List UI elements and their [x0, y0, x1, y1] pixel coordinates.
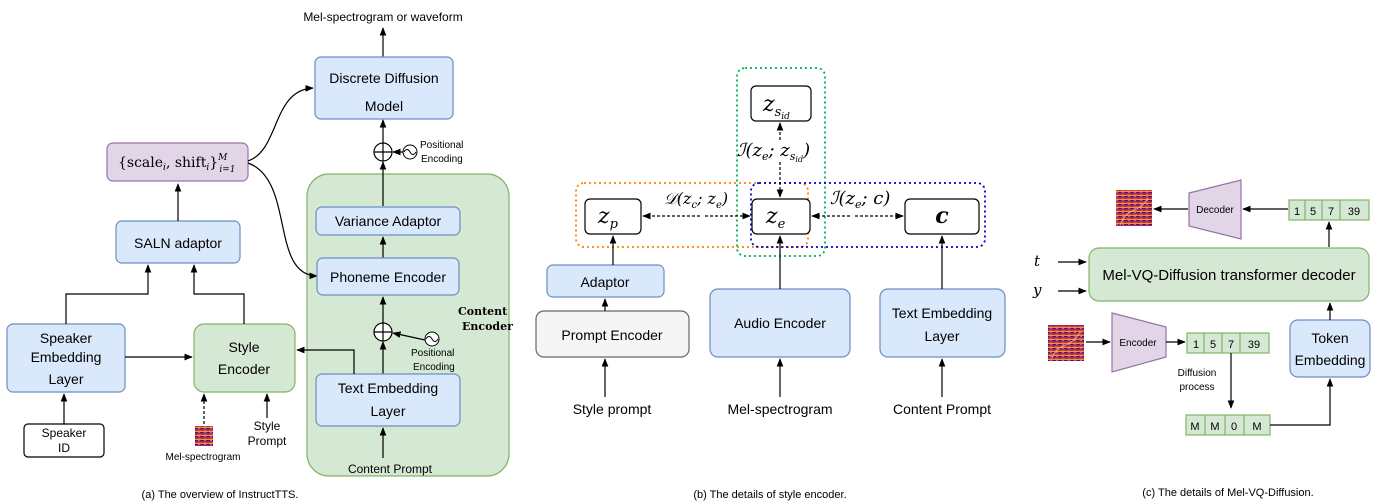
z-sid-box [750, 85, 812, 122]
token-embedding-box [1289, 319, 1371, 378]
phoneme-encoder-label: Phoneme Encoder [330, 269, 446, 285]
d-label: 𝒟(zc; ze) [664, 189, 728, 211]
diffusion-label-1: Diffusion [1178, 368, 1217, 379]
speaker-embedding-label-2: Embedding [31, 349, 102, 365]
prompt-encoder-label: Prompt Encoder [561, 327, 662, 343]
phoneme-encoder-box [316, 257, 460, 296]
token-row-mid: 1 5 7 39 [1186, 332, 1270, 354]
mel-spectrogram-label: Mel-spectrogram [165, 452, 240, 463]
transformer-decoder-label: Mel-VQ-Diffusion transformer decoder [1102, 267, 1355, 284]
t-label: t [1034, 252, 1041, 270]
pos-enc-bot-2: Encoding [413, 362, 455, 373]
mel-spectrogram-label-b: Mel-spectrogram [727, 401, 832, 417]
adaptor-box [546, 264, 665, 298]
token-cell: M [1190, 421, 1199, 433]
style-encoder-label-2: Encoder [218, 361, 270, 377]
token-cell: 1 [1193, 339, 1199, 351]
text-embedding-label-b2: Layer [924, 328, 959, 344]
text-embedding-label-1: Text Embedding [338, 380, 438, 396]
token-cell: 39 [1348, 206, 1360, 218]
variance-adaptor-box [315, 206, 461, 236]
token-embedding-label-1: Token [1311, 330, 1348, 346]
text-embedding-label-b1: Text Embedding [892, 305, 992, 321]
content-encoder-label-1: Content [458, 305, 508, 318]
audio-encoder-label: Audio Encoder [734, 315, 826, 331]
z-e-box [751, 198, 811, 235]
speaker-embedding-label-1: Speaker [40, 330, 92, 346]
style-prompt-label-2: Prompt [248, 434, 287, 448]
text-embedding-box [315, 373, 461, 427]
variance-adaptor-label: Variance Adaptor [335, 213, 442, 229]
token-cell: M [1210, 421, 1219, 433]
token-cell: 39 [1248, 339, 1260, 351]
style-prompt-label: Style prompt [573, 401, 652, 417]
speaker-embedding-label-3: Layer [48, 371, 83, 387]
adaptor-label: Adaptor [580, 274, 629, 290]
c-label: c [935, 203, 949, 229]
blue-dotted-region [750, 182, 986, 248]
token-row-masked: M M 0 M [1185, 414, 1271, 436]
text-embedding-box-b [879, 288, 1006, 358]
token-cell: 7 [1228, 339, 1234, 351]
style-encoder-label-1: Style [228, 339, 259, 355]
token-cell: 7 [1328, 206, 1334, 218]
y-label: y [1032, 281, 1042, 299]
text-embedding-label-2: Layer [370, 403, 405, 419]
discrete-diffusion-label-1: Discrete Diffusion [329, 70, 438, 86]
output-spectrogram-image [1116, 190, 1152, 226]
discrete-diffusion-label-2: Model [365, 98, 403, 114]
token-embedding-label-2: Embedding [1295, 352, 1366, 368]
speaker-id-label-1: Speaker [42, 426, 87, 440]
token-cell: 0 [1231, 421, 1237, 433]
pos-enc-top-2: Encoding [421, 154, 463, 165]
decoder-label: Decoder [1196, 205, 1234, 216]
panel-a: Content Encoder Mel-spectrogram or wavef… [6, 10, 513, 501]
decoder-shape [1188, 179, 1242, 240]
content-prompt-label: Content Prompt [348, 462, 433, 476]
token-cell: 5 [1310, 206, 1316, 218]
prompt-encoder-box [535, 310, 690, 358]
c-box [904, 198, 980, 235]
token-cell: M [1252, 421, 1261, 433]
content-encoder-label-2: Encoder [462, 320, 513, 333]
panel-b: zsid ℐ(ze; zsid) zp ze c 𝒟(zc; ze) ℐ(ze;… [535, 67, 1006, 501]
z-sid-label: zsid [762, 92, 790, 122]
discrete-diffusion-box [314, 56, 454, 120]
transformer-decoder-box [1088, 247, 1370, 302]
mi-c-label: ℐ(ze; c) [830, 188, 890, 211]
pos-enc-top-1: Positional [420, 140, 463, 151]
token-row-top: 1 5 7 39 [1288, 199, 1370, 221]
content-prompt-label-b: Content Prompt [893, 401, 991, 417]
style-encoder-box [193, 323, 296, 393]
encoder-shape [1111, 312, 1167, 373]
token-cell: 5 [1210, 339, 1216, 351]
token-cell: 1 [1294, 206, 1300, 218]
mel-spectrogram-thumbnail [195, 426, 213, 446]
green-dotted-region [736, 67, 826, 257]
panel-c: Decoder 1 5 7 39 Mel-VQ-Diffusion transf… [1032, 179, 1371, 499]
mi-sid-label: ℐ(ze; zsid) [737, 140, 810, 164]
scale-shift-box [106, 142, 249, 182]
z-e-label: ze [765, 204, 786, 232]
saln-adaptor-label: SALN adaptor [134, 235, 222, 251]
encoder-label: Encoder [1119, 338, 1157, 349]
style-prompt-label-1: Style [254, 419, 281, 433]
pos-enc-bot-1: Positional [411, 348, 454, 359]
z-p-label: zp [597, 204, 619, 232]
diffusion-label-2: process [1179, 382, 1214, 393]
z-p-box [584, 198, 642, 235]
orange-dotted-region [575, 182, 809, 248]
caption-c: (c) The details of Mel-VQ-Diffusion. [1142, 487, 1313, 499]
output-label: Mel-spectrogram or waveform [303, 10, 462, 24]
caption-b: (b) The details of style encoder. [693, 489, 846, 501]
caption-a: (a) The overview of InstructTTS. [142, 489, 299, 501]
speaker-id-label-2: ID [58, 441, 70, 455]
